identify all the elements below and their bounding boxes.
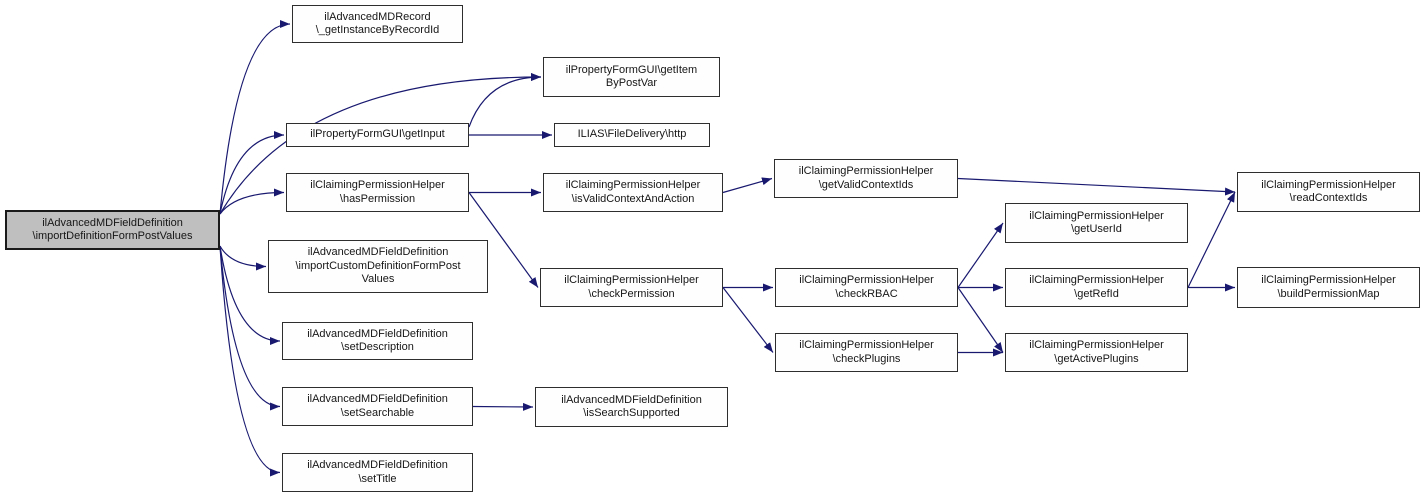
node-get-active-plugins[interactable]: ilClaimingPermissionHelper\getActivePlug… [1005,333,1188,372]
edge-has-permission-to-check-permission [468,192,539,288]
node-label-line: \readContextIds [1289,192,1368,204]
node-label-line: ilClaimingPermissionHelper [1029,274,1164,286]
node-label-line: ilAdvancedMDFieldDefinition [307,459,448,471]
node-label-line: ilAdvancedMDFieldDefinition [307,327,448,340]
edge-import-definition-form-post-values-to-get-item-by-post-var [219,73,542,215]
edge-get-valid-context-ids-to-read-context-ids [957,177,1236,196]
node-get-instance-by-record-id[interactable]: ilAdvancedMDRecord\_getInstanceByRecordI… [292,5,463,43]
edge-check-rbac-to-get-user-id [957,222,1004,288]
node-label-line: \importCustomDefinitionFormPost [295,259,461,272]
node-set-description[interactable]: ilAdvancedMDFieldDefinition\setDescripti… [282,322,473,360]
edge-import-definition-form-post-values-to-get-input [219,131,285,215]
edge-get-input-to-get-item-by-post-var [468,73,542,128]
node-label-line: \isSearchSupported [583,407,680,419]
node-label-line: ByPostVar [605,77,658,89]
node-label-line: ilClaimingPermissionHelper [799,339,934,351]
node-label-line: \checkPlugins [832,352,901,365]
edge-import-definition-form-post-values-to-import-custom-definition-form-post-values [219,245,267,271]
node-get-valid-context-ids[interactable]: ilClaimingPermissionHelper\getValidConte… [774,159,958,198]
node-label-line: \getRefId [1074,287,1119,300]
edge-is-valid-context-and-action-to-get-valid-context-ids [722,177,773,194]
node-label-line: \checkRBAC [835,287,898,300]
node-label-line: \_getInstanceByRecordId [315,24,440,36]
node-has-permission[interactable]: ilClaimingPermissionHelper\hasPermission [286,173,469,212]
node-label-line: ilClaimingPermissionHelper [564,274,699,286]
edge-check-rbac-to-get-active-plugins [957,287,1004,353]
node-label-line: \importDefinitionFormPostValues [32,230,193,242]
node-label-line: ilClaimingPermissionHelper [1261,178,1396,191]
node-label-line: ilClaimingPermissionHelper [799,274,934,286]
node-label-line: ilClaimingPermissionHelper [1261,274,1396,286]
edge-import-definition-form-post-values-to-set-description [219,245,281,345]
node-label-line: Values [361,273,395,286]
node-label-line: ilClaimingPermissionHelper [310,179,445,191]
node-label-line: \getValidContextIds [818,178,914,191]
node-label-line: ilClaimingPermissionHelper [1029,339,1164,351]
node-label-line: \isValidContextAndAction [571,192,695,205]
node-label-line: \setTitle [358,472,397,485]
node-label-line: ilAdvancedMDRecord [324,10,431,23]
node-label-line: ilAdvancedMDFieldDefinition [42,216,183,229]
node-set-title[interactable]: ilAdvancedMDFieldDefinition\setTitle [282,453,473,492]
node-label-line: ilClaimingPermissionHelper [565,179,701,191]
node-get-ref-id[interactable]: ilClaimingPermissionHelper\getRefId [1005,268,1188,307]
node-http[interactable]: ILIAS\FileDelivery\http [554,123,710,147]
edge-check-permission-to-check-plugins [722,287,774,353]
edge-get-ref-id-to-read-context-ids [1187,191,1236,288]
node-set-searchable[interactable]: ilAdvancedMDFieldDefinition\setSearchabl… [282,387,473,426]
node-is-search-supported[interactable]: ilAdvancedMDFieldDefinition\isSearchSupp… [535,387,728,427]
node-label-line: ilPropertyFormGUI\getItem [565,63,698,76]
node-check-rbac[interactable]: ilClaimingPermissionHelper\checkRBAC [775,268,958,307]
node-label-line: ilPropertyFormGUI\getInput [310,128,445,141]
node-import-definition-form-post-values: ilAdvancedMDFieldDefinition\importDefini… [5,210,220,250]
node-import-custom-definition-form-post-values[interactable]: ilAdvancedMDFieldDefinition\importCustom… [268,240,488,293]
node-label-line: \setSearchable [340,406,415,419]
edge-set-searchable-to-is-search-supported [472,402,534,411]
edge-import-definition-form-post-values-to-set-title [219,245,281,477]
node-label-line: ilAdvancedMDFieldDefinition [561,393,702,406]
node-label-line: \getUserId [1071,223,1122,235]
node-label-line: \checkPermission [588,287,675,300]
node-label-line: ilClaimingPermissionHelper [798,165,934,177]
node-label-line: ILIAS\FileDelivery\http [577,128,687,141]
node-check-permission[interactable]: ilClaimingPermissionHelper\checkPermissi… [540,268,723,307]
edge-import-definition-form-post-values-to-has-permission [219,188,285,215]
node-label-line: \hasPermission [339,192,416,205]
node-label-line: \setDescription [341,341,414,353]
node-check-plugins[interactable]: ilClaimingPermissionHelper\checkPlugins [775,333,958,372]
node-label-line: ilClaimingPermissionHelper [1029,209,1164,222]
node-get-input[interactable]: ilPropertyFormGUI\getInput [286,123,469,147]
node-read-context-ids[interactable]: ilClaimingPermissionHelper\readContextId… [1237,172,1420,212]
edge-import-definition-form-post-values-to-set-searchable [219,245,281,411]
node-label-line: ilAdvancedMDFieldDefinition [307,246,449,259]
node-get-user-id[interactable]: ilClaimingPermissionHelper\getUserId [1005,203,1188,243]
edge-import-definition-form-post-values-to-get-instance-by-record-id [219,20,291,215]
node-label-line: \buildPermissionMap [1277,287,1380,300]
node-label-line: ilAdvancedMDFieldDefinition [307,393,448,405]
node-build-permission-map[interactable]: ilClaimingPermissionHelper\buildPermissi… [1237,267,1420,308]
node-label-line: \getActivePlugins [1054,352,1139,365]
node-is-valid-context-and-action[interactable]: ilClaimingPermissionHelper\isValidContex… [543,173,723,212]
